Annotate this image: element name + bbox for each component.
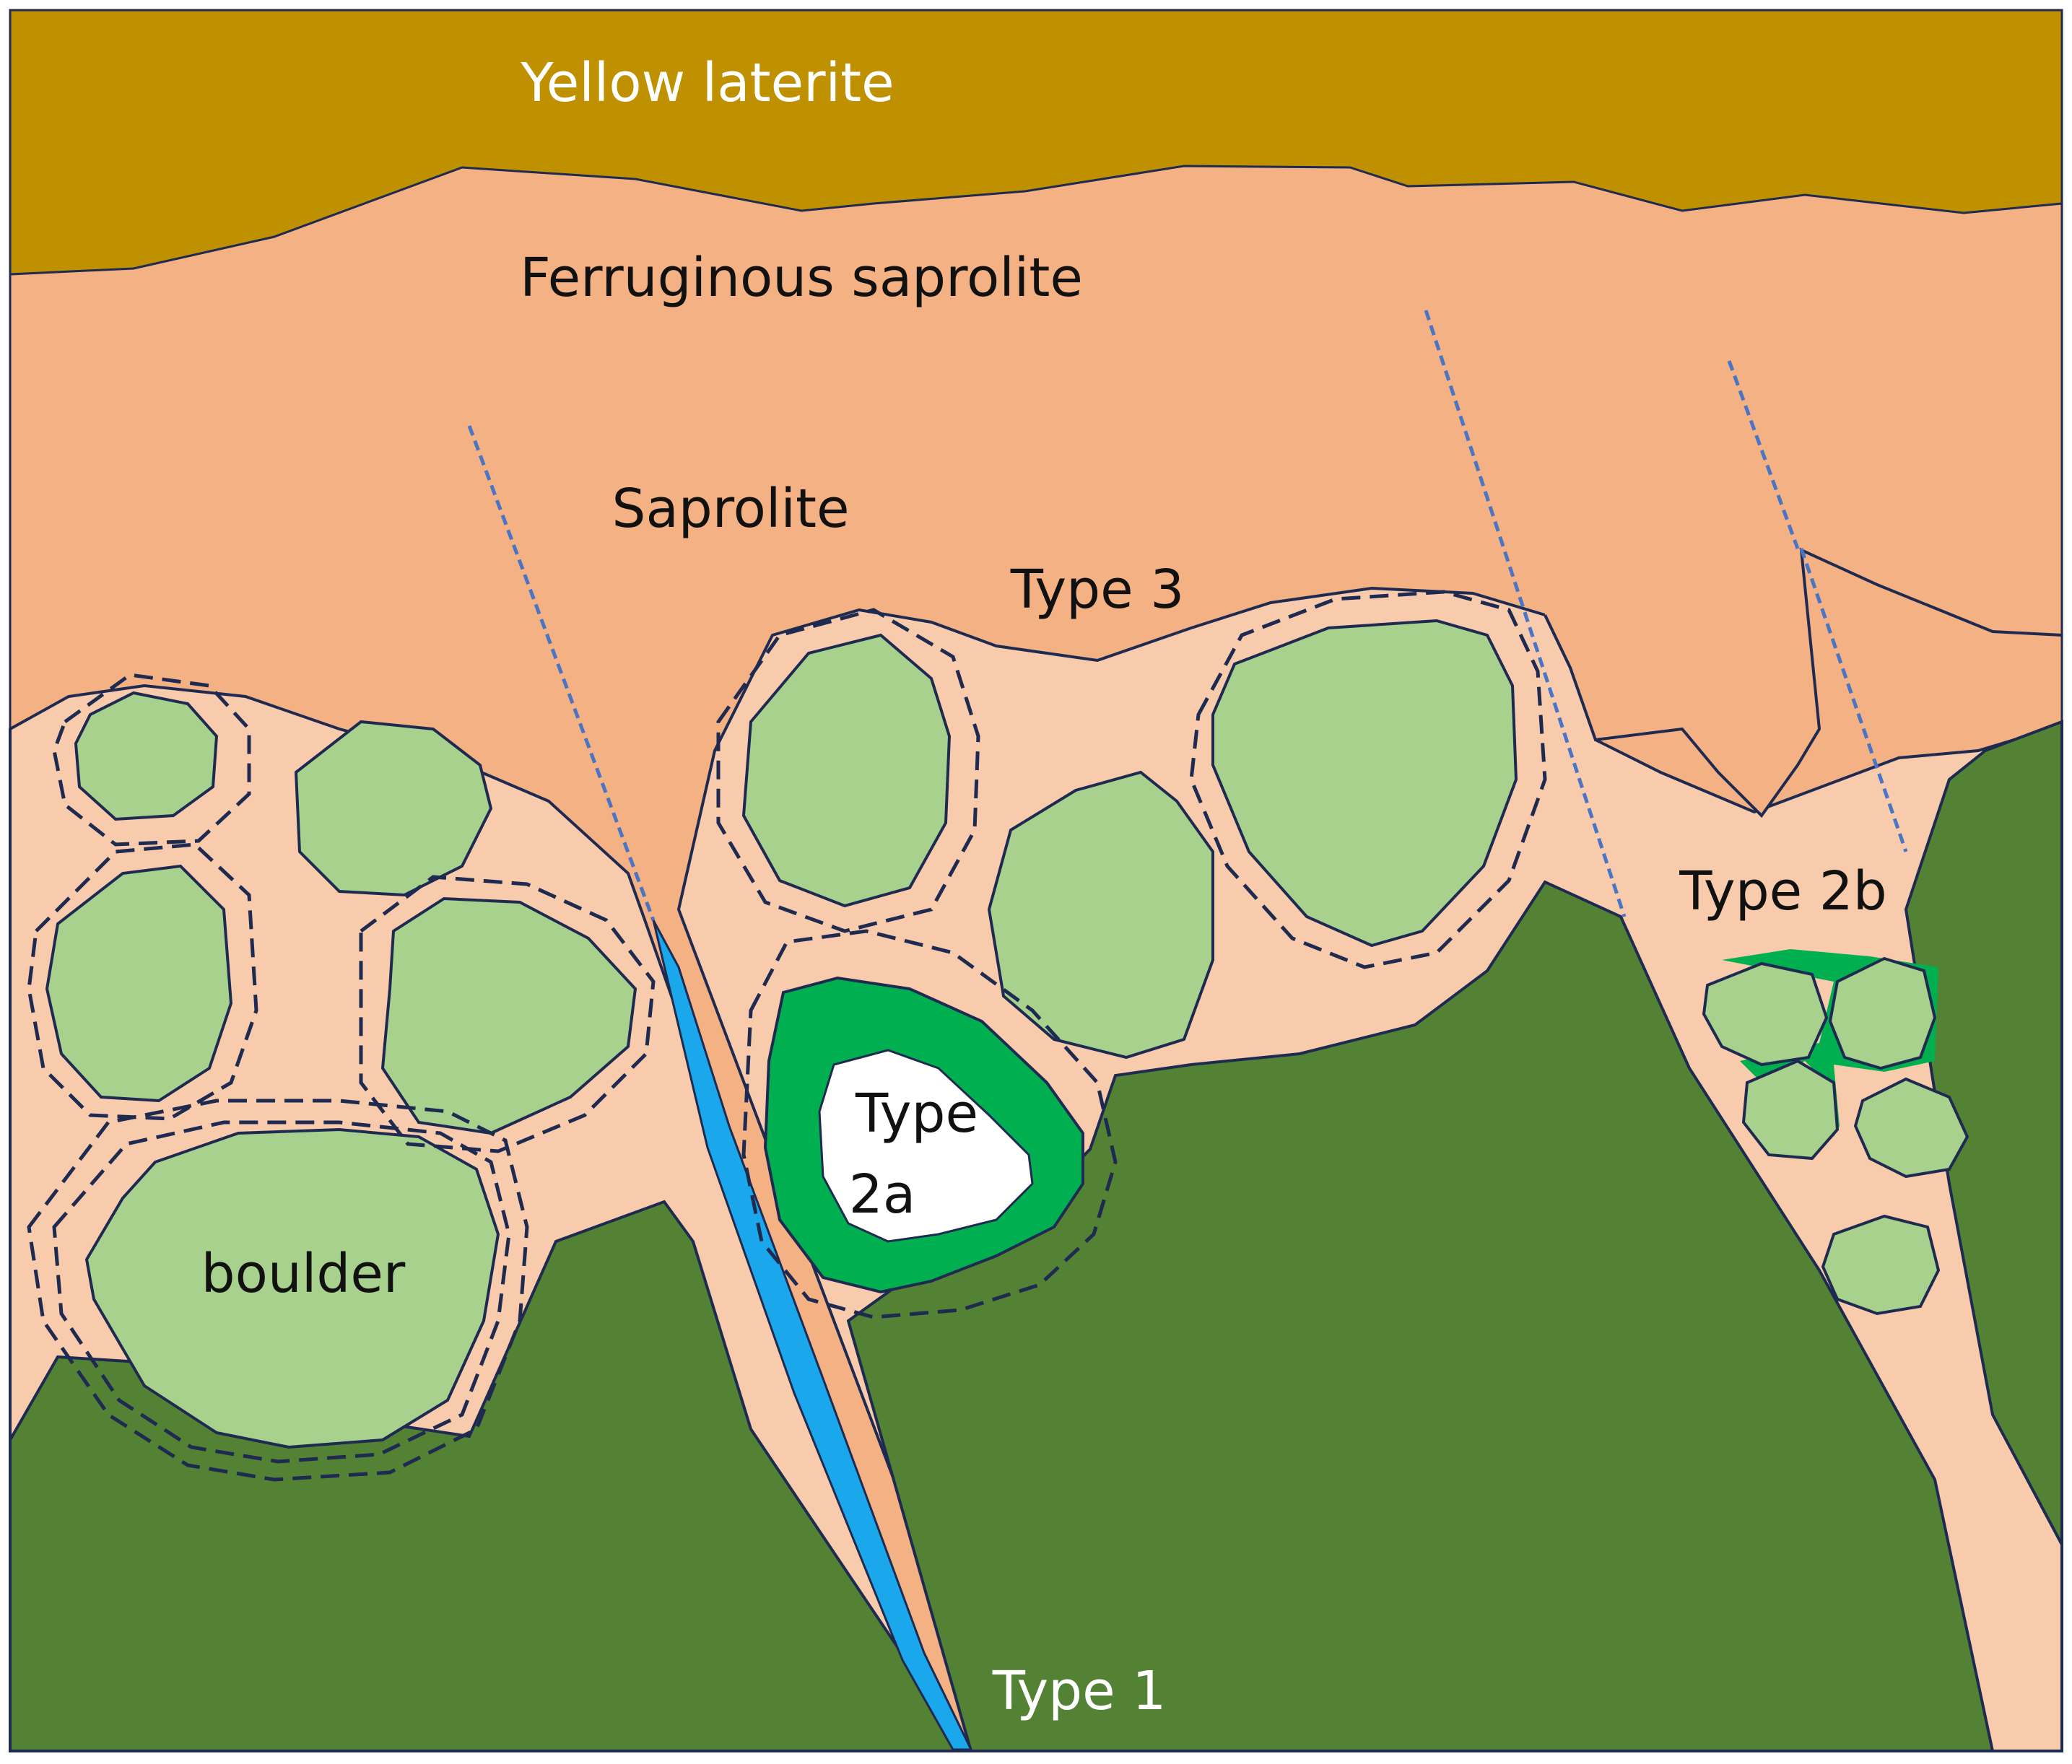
boulder-centre-right bbox=[1211, 619, 1518, 948]
fault-line-right-b bbox=[1799, 548, 1908, 852]
boulder-2b-1 bbox=[1702, 961, 1829, 1067]
label-type-2a-line2: 2a bbox=[849, 1163, 915, 1226]
label-boulder: boulder bbox=[201, 1243, 406, 1305]
frame-border bbox=[9, 9, 2063, 1752]
halo-midright-left bbox=[359, 875, 656, 1153]
type-1-blue-vein bbox=[652, 920, 973, 1751]
boulder-2b-4 bbox=[1853, 1077, 1969, 1179]
fault-line-left bbox=[467, 425, 656, 921]
label-type-3: Type 3 bbox=[1010, 559, 1185, 621]
halo-type-2a bbox=[741, 929, 1118, 1319]
alteration-halos bbox=[27, 590, 1547, 1482]
label-type-2b: Type 2b bbox=[1679, 860, 1887, 922]
halo-centre-topleft bbox=[716, 608, 980, 933]
halo-centre-right bbox=[1189, 590, 1547, 969]
boulders-left-cluster bbox=[45, 691, 637, 1449]
boulder-2b-5 bbox=[1821, 1214, 1941, 1316]
ferruginous-saprolite-tongue bbox=[1545, 217, 2062, 816]
halo-small-topleft-outer bbox=[52, 673, 251, 847]
label-type-2a-line1: Type bbox=[855, 1083, 978, 1145]
boulder-large bbox=[84, 1127, 500, 1449]
boulder-centre-topleft bbox=[741, 633, 952, 908]
boulder-centre-middle bbox=[987, 770, 1214, 1060]
boulder-topcentre-left bbox=[294, 720, 493, 897]
fault-line-centre bbox=[1424, 310, 1627, 917]
boulder-midright-left bbox=[380, 896, 637, 1135]
ferruginous-saprolite-tongue-edge bbox=[1544, 547, 2063, 818]
halo-large-outer bbox=[27, 1099, 529, 1482]
boulders-centre-cluster bbox=[741, 619, 1518, 1060]
label-type-1: Type 1 bbox=[992, 1660, 1167, 1722]
boulder-2b-3 bbox=[1741, 1059, 1840, 1161]
fault-line-right-a bbox=[1727, 360, 1800, 549]
boulder-2b-2 bbox=[1828, 956, 1937, 1070]
halo-midleft bbox=[27, 842, 258, 1121]
label-ferruginous-saprolite: Ferruginous saprolite bbox=[520, 247, 1083, 309]
label-saprolite: Saprolite bbox=[611, 478, 849, 540]
halo-large-inner bbox=[52, 1120, 511, 1464]
yellow-laterite-layer bbox=[9, 9, 2063, 276]
boulder-small-topleft bbox=[74, 691, 219, 821]
type-2a-white-core bbox=[818, 1049, 1034, 1243]
boulders-type2b-cluster bbox=[1702, 949, 1969, 1316]
label-yellow-laterite: Yellow laterite bbox=[520, 52, 894, 114]
boulder-midleft bbox=[45, 864, 233, 1103]
